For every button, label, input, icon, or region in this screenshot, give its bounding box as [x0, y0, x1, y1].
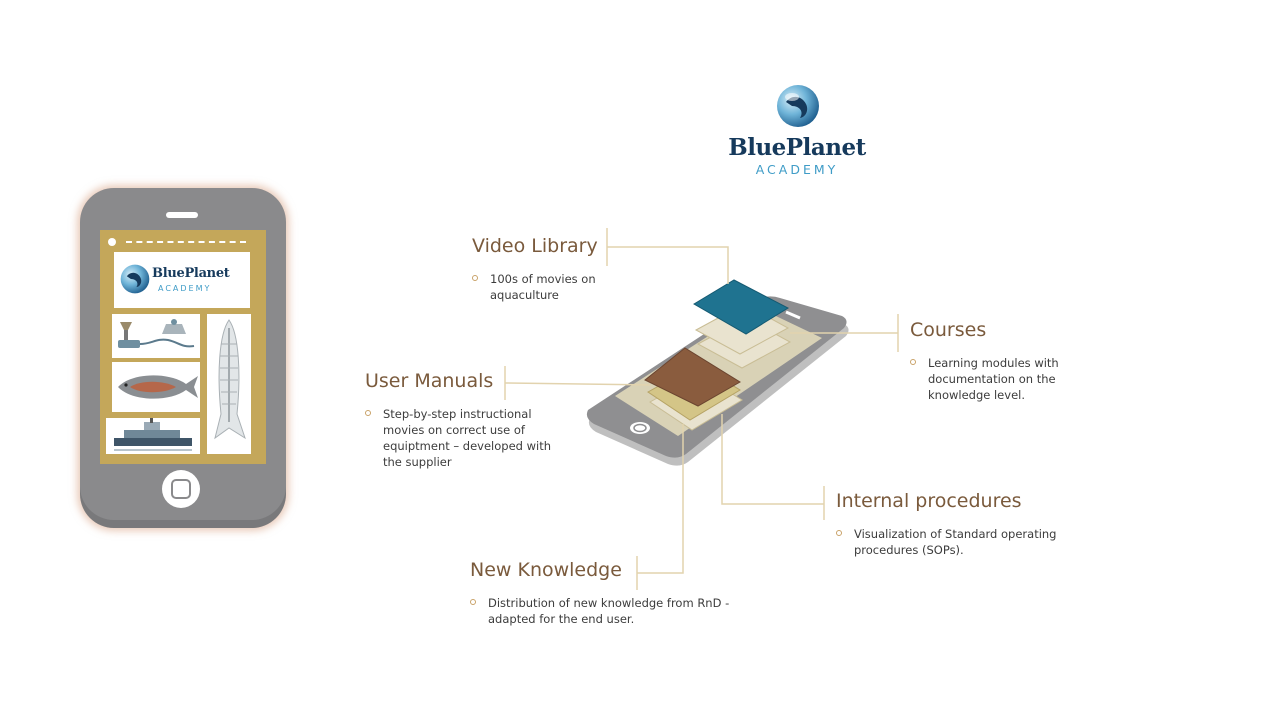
bullet-icon [365, 410, 371, 416]
phone-speaker [166, 212, 198, 218]
phone-screen: BluePlanet ACADEMY [100, 230, 266, 464]
fish-farm-vessel-illustration [114, 418, 192, 451]
feature-desc-internal-procedures: Visualization of Standard operating proc… [836, 526, 1076, 558]
logo-wordmark: BluePlanet [728, 134, 866, 161]
feature-desc-courses: Learning modules with documentation on t… [910, 355, 1080, 403]
feature-title-courses: Courses [910, 319, 987, 341]
app-status-bar [100, 230, 266, 250]
status-dot-icon [108, 238, 116, 246]
bullet-icon [472, 275, 478, 281]
feature-video-library: Video Library 100s of movies on aquacult… [472, 235, 632, 303]
feeding-equipment-illustration [118, 319, 195, 348]
fish-skeleton-illustration [214, 319, 246, 440]
feature-title-new-knowledge: New Knowledge [470, 559, 622, 581]
globe-icon [777, 85, 819, 127]
feature-desc-user-manuals: Step-by-step instructional movies on cor… [365, 406, 565, 470]
home-button-icon [171, 479, 191, 499]
bullet-icon [836, 530, 842, 536]
feature-desc-text: Step-by-step instructional movies on cor… [383, 407, 552, 469]
connector-lines [504, 228, 899, 590]
feature-desc-text: 100s of movies on aquaculture [490, 272, 596, 302]
phone-mockup: BluePlanet ACADEMY [80, 188, 286, 528]
feature-new-knowledge: New Knowledge Distribution of new knowle… [470, 559, 740, 627]
bullet-icon [470, 599, 476, 605]
feature-title-user-manuals: User Manuals [365, 370, 494, 392]
feature-user-manuals: User Manuals Step-by-step instructional … [365, 370, 565, 470]
layer-stack-lower [644, 347, 743, 431]
feature-desc-text: Distribution of new knowledge from RnD -… [488, 596, 730, 626]
feature-desc-new-knowledge: Distribution of new knowledge from RnD -… [470, 595, 740, 627]
app-brand-name: BluePlanet [152, 266, 230, 281]
feature-desc-video-library: 100s of movies on aquaculture [472, 271, 632, 303]
layer-stack-upper [693, 279, 792, 369]
status-dash-line [126, 241, 246, 243]
globe-icon [120, 264, 150, 294]
feature-desc-text: Visualization of Standard operating proc… [854, 527, 1057, 557]
feature-desc-text: Learning modules with documentation on t… [928, 356, 1059, 402]
feature-title-internal-procedures: Internal procedures [836, 490, 1022, 512]
feature-title-video-library: Video Library [472, 235, 598, 257]
fish-skeleton-tile[interactable] [207, 314, 251, 454]
salmon-anatomy-illustration [118, 375, 198, 399]
fish-farm-vessel-tile[interactable] [106, 418, 200, 454]
blueplanet-academy-logo: BluePlanet ACADEMY [724, 84, 870, 180]
feature-courses: Courses Learning modules with documentat… [910, 319, 1080, 403]
salmon-anatomy-tile[interactable] [112, 362, 200, 412]
home-button[interactable] [162, 470, 200, 508]
feeding-equipment-tile[interactable] [112, 314, 200, 358]
app-logo-header[interactable]: BluePlanet ACADEMY [114, 252, 250, 308]
logo-tagline: ACADEMY [755, 162, 839, 177]
feature-internal-procedures: Internal procedures Visualization of Sta… [836, 490, 1076, 558]
app-brand-tagline: ACADEMY [158, 284, 212, 293]
bullet-icon [910, 359, 916, 365]
